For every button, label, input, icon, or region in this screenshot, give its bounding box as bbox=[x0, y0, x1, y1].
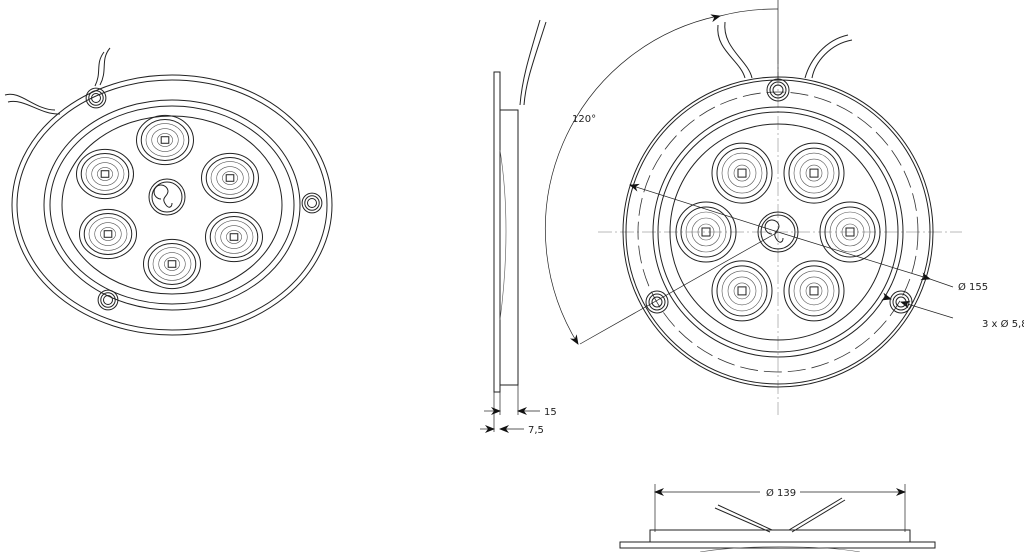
perspective-view bbox=[4, 47, 333, 336]
inner-ring bbox=[43, 99, 301, 311]
flange-profile bbox=[493, 71, 501, 393]
dim-7-5: 7,5 bbox=[528, 425, 544, 436]
led-lens bbox=[675, 201, 737, 263]
wire bbox=[7, 100, 61, 115]
front-view: 120° Ø 155 3 x Ø 5,8 bbox=[545, 0, 1024, 415]
mounting-hole bbox=[766, 78, 790, 102]
dim-outer-diameter: Ø 155 bbox=[958, 281, 988, 293]
led-lens bbox=[783, 260, 845, 322]
mounting-hole bbox=[301, 192, 323, 214]
led-lens bbox=[201, 152, 259, 204]
mounting-hole bbox=[889, 290, 913, 314]
led-lens bbox=[79, 208, 137, 260]
mounting-hole bbox=[645, 290, 669, 314]
bottom-view: Ø 139 bbox=[619, 484, 936, 552]
mounting-hole bbox=[85, 87, 107, 109]
led-lens bbox=[76, 148, 134, 200]
logo-icon bbox=[148, 178, 186, 216]
led-lens bbox=[819, 201, 881, 263]
dim-15: 15 bbox=[544, 407, 557, 418]
dim-body-diameter: Ø 139 bbox=[766, 487, 796, 499]
side-view: 15 7,5 bbox=[480, 19, 557, 436]
angle-arc bbox=[545, 15, 719, 345]
led-lens bbox=[783, 142, 845, 204]
body-profile bbox=[649, 529, 911, 543]
logo-icon bbox=[757, 211, 799, 253]
dim-holes: 3 x Ø 5,8 bbox=[982, 318, 1024, 330]
outer-flange bbox=[11, 74, 333, 336]
mounting-hole bbox=[97, 289, 119, 311]
led-lens bbox=[136, 114, 194, 166]
wire bbox=[4, 93, 56, 111]
dim-angle: 120° bbox=[572, 114, 596, 125]
led-lens bbox=[711, 142, 773, 204]
wire bbox=[94, 51, 105, 87]
bolt-circle bbox=[637, 91, 919, 373]
led-lens bbox=[711, 260, 773, 322]
led-lens bbox=[205, 211, 263, 263]
wire bbox=[99, 47, 111, 86]
led-lens bbox=[143, 238, 201, 290]
body-profile bbox=[499, 109, 519, 386]
flange-profile bbox=[619, 541, 936, 549]
